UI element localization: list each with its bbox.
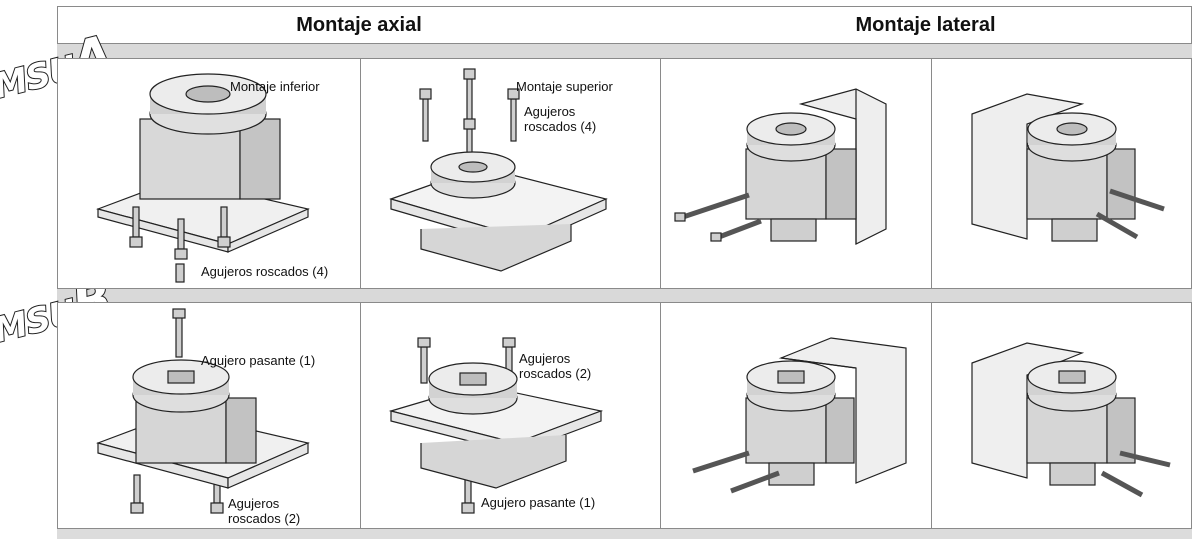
label-threaded-holes-4-bottom: Agujeros roscados (4) (201, 264, 329, 279)
label-threaded-holes-2-line2: roscados (2) (228, 511, 301, 526)
header-lateral-mount: Montaje lateral (660, 6, 1192, 44)
cell-a-axial-top: Montaje superior Agujeros roscados (4) (360, 58, 661, 289)
label-threaded-holes-2b-line2: roscados (2) (519, 366, 592, 381)
label-threaded-holes-2b-line1: Agujeros (519, 351, 571, 366)
label-through-hole-bottom: Agujero pasante (1) (481, 495, 596, 510)
cell-b-lateral-left (931, 302, 1192, 529)
cell-b-lateral-right (660, 302, 932, 529)
actuator-top-mount-illustration (389, 68, 608, 272)
label-top-mount: Montaje superior (516, 79, 613, 94)
actuator-bottom-mount-illustration (96, 73, 310, 283)
label-threaded-holes-4-top-line2: roscados (4) (524, 119, 597, 134)
label-bottom-mount: Montaje inferior (230, 79, 320, 94)
actuator-b-lateral-left-illustration (971, 342, 1171, 498)
actuator-lateral-mount-right-illustration (674, 88, 887, 245)
row-b-separator (57, 288, 1192, 303)
actuator-lateral-mount-left-illustration (971, 93, 1165, 242)
cell-a-axial-bottom: Montaje inferior Agujeros roscados (4) (57, 58, 361, 289)
cell-a-lateral-left (931, 58, 1192, 289)
header-lateral-label: Montaje lateral (855, 13, 996, 36)
actuator-b-bottom-mount-illustration (96, 308, 310, 514)
label-threaded-holes-4-top-line1: Agujeros (524, 104, 576, 119)
row-a-separator (57, 44, 1192, 59)
header-axial-mount: Montaje axial (57, 6, 661, 44)
actuator-b-lateral-right-illustration (692, 337, 907, 494)
cell-a-lateral-right (660, 58, 932, 289)
header-axial-label: Montaje axial (296, 13, 422, 36)
table-footer-band (57, 528, 1192, 539)
actuator-b-top-mount-illustration (388, 337, 604, 514)
cell-b-axial-bottom: Agujero pasante (1) Agujeros roscados (2… (57, 302, 361, 529)
label-threaded-holes-2-line1: Agujeros (228, 496, 280, 511)
cell-b-axial-top: Agujeros roscados (2) Agujero pasante (1… (360, 302, 661, 529)
label-through-hole-top: Agujero pasante (1) (201, 353, 316, 368)
